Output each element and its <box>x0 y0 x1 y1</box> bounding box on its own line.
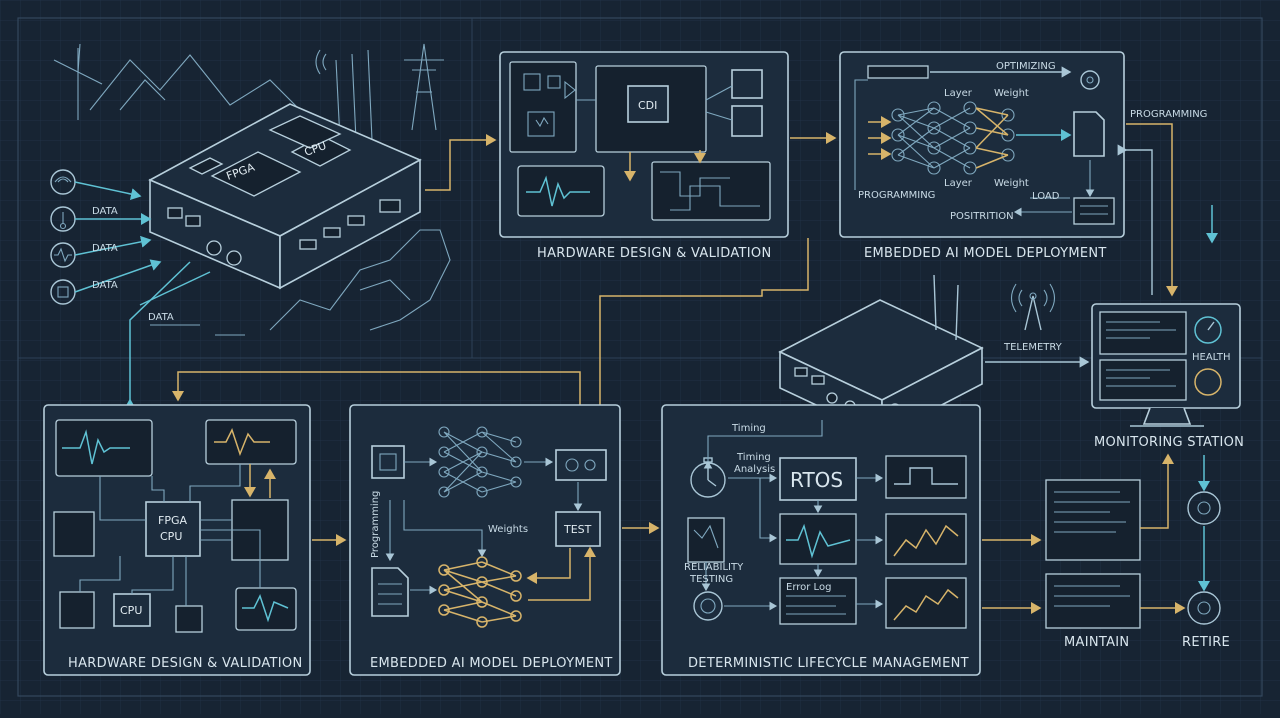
reliability-line1: RELIABILITY <box>684 562 744 573</box>
error-log-label: Error Log <box>786 582 831 593</box>
top-hw-panel: CDI HARDWARE DESIGN & VALIDATION <box>499 51 789 261</box>
bottom-hw-panel: FPGA CPU CPU HARDWARE DESIGN & VALIDATIO… <box>43 404 311 676</box>
weights-label: Weights <box>488 524 528 535</box>
bottom-hw-chip-line2: CPU <box>160 530 182 543</box>
data-label-bottom: DATA <box>148 312 174 323</box>
bottom-hw-title: HARDWARE DESIGN & VALIDATION <box>68 656 302 671</box>
edge-device-fpga-cpu: FPGA CPU <box>148 103 422 290</box>
reliability-line2: TESTING <box>689 574 733 585</box>
bottom-hw-cpu-label: CPU <box>120 604 142 617</box>
optimizing-label: OPTIMIZING <box>996 61 1056 72</box>
top-ai-panel: OPTIMIZING Layer Weight PROGRAMMING Laye… <box>839 51 1125 261</box>
programming-link-label: PROGRAMMING <box>1130 109 1207 120</box>
retire-gear-icon <box>1187 591 1221 625</box>
device-to-hw-arrow <box>425 134 497 191</box>
layer-label-bottom: Layer <box>944 178 973 189</box>
retire-label: RETIRE <box>1182 635 1230 650</box>
data-label-2: DATA <box>92 243 118 254</box>
rtos-label: RTOS <box>790 468 843 492</box>
ai-to-monitor-arrow <box>1126 123 1178 297</box>
weight-label-bottom: Weight <box>994 178 1029 189</box>
telemetry-label: TELEMETRY <box>1003 342 1063 353</box>
test-gear-box <box>555 449 607 481</box>
top-hw-chip-label: CDI <box>638 99 657 112</box>
monitoring-station <box>1091 303 1241 427</box>
timing-analysis-line1: Timing <box>736 452 771 463</box>
bottom-det-title: DETERMINISTIC LIFECYCLE MANAGEMENT <box>688 656 969 671</box>
position-label: POSITRITION <box>950 211 1014 222</box>
test-label: TEST <box>563 523 592 536</box>
sensor-inputs: DATA DATA DATA DATA <box>50 169 211 409</box>
status-gauge-icon <box>1194 368 1222 396</box>
reliability-gear-icon <box>693 591 723 621</box>
bottom-ai-title: EMBEDDED AI MODEL DEPLOYMENT <box>370 656 613 671</box>
outer-frame <box>17 17 1263 697</box>
top-hw-title: HARDWARE DESIGN & VALIDATION <box>537 246 771 261</box>
landscape-sketch <box>53 43 451 336</box>
telemetry-tower <box>1010 283 1056 331</box>
monitoring-station-title: MONITORING STATION <box>1094 435 1244 450</box>
timing-label: Timing <box>731 423 766 434</box>
bottom-ai-panel: TEST Programming Weights EMBEDDED AI MOD… <box>349 404 621 676</box>
bottom-det-panel: RTOS Timing Timing Analysis RELIABILITY … <box>661 404 981 676</box>
load-label: LOAD <box>1032 191 1060 202</box>
programming-label: PROGRAMMING <box>858 190 935 201</box>
maintain-retire <box>1045 453 1221 629</box>
settings-gear-icon <box>565 458 579 472</box>
data-label-3: DATA <box>92 280 118 291</box>
maintain-label: MAINTAIN <box>1064 635 1129 650</box>
top-ai-title: EMBEDDED AI MODEL DEPLOYMENT <box>864 246 1107 261</box>
health-gauge-icon <box>1194 316 1222 344</box>
data-label-1: DATA <box>92 206 118 217</box>
maintain-gear-icon <box>1187 491 1221 525</box>
weight-label-top: Weight <box>994 88 1029 99</box>
programming-vertical-label: Programming <box>370 491 381 558</box>
bottom-hw-chip-line1: FPGA <box>158 514 187 527</box>
optimizing-gear-icon <box>1080 70 1100 90</box>
timing-analysis-line2: Analysis <box>734 464 775 475</box>
layer-label-top: Layer <box>944 88 973 99</box>
health-label: HEALTH <box>1192 352 1231 363</box>
